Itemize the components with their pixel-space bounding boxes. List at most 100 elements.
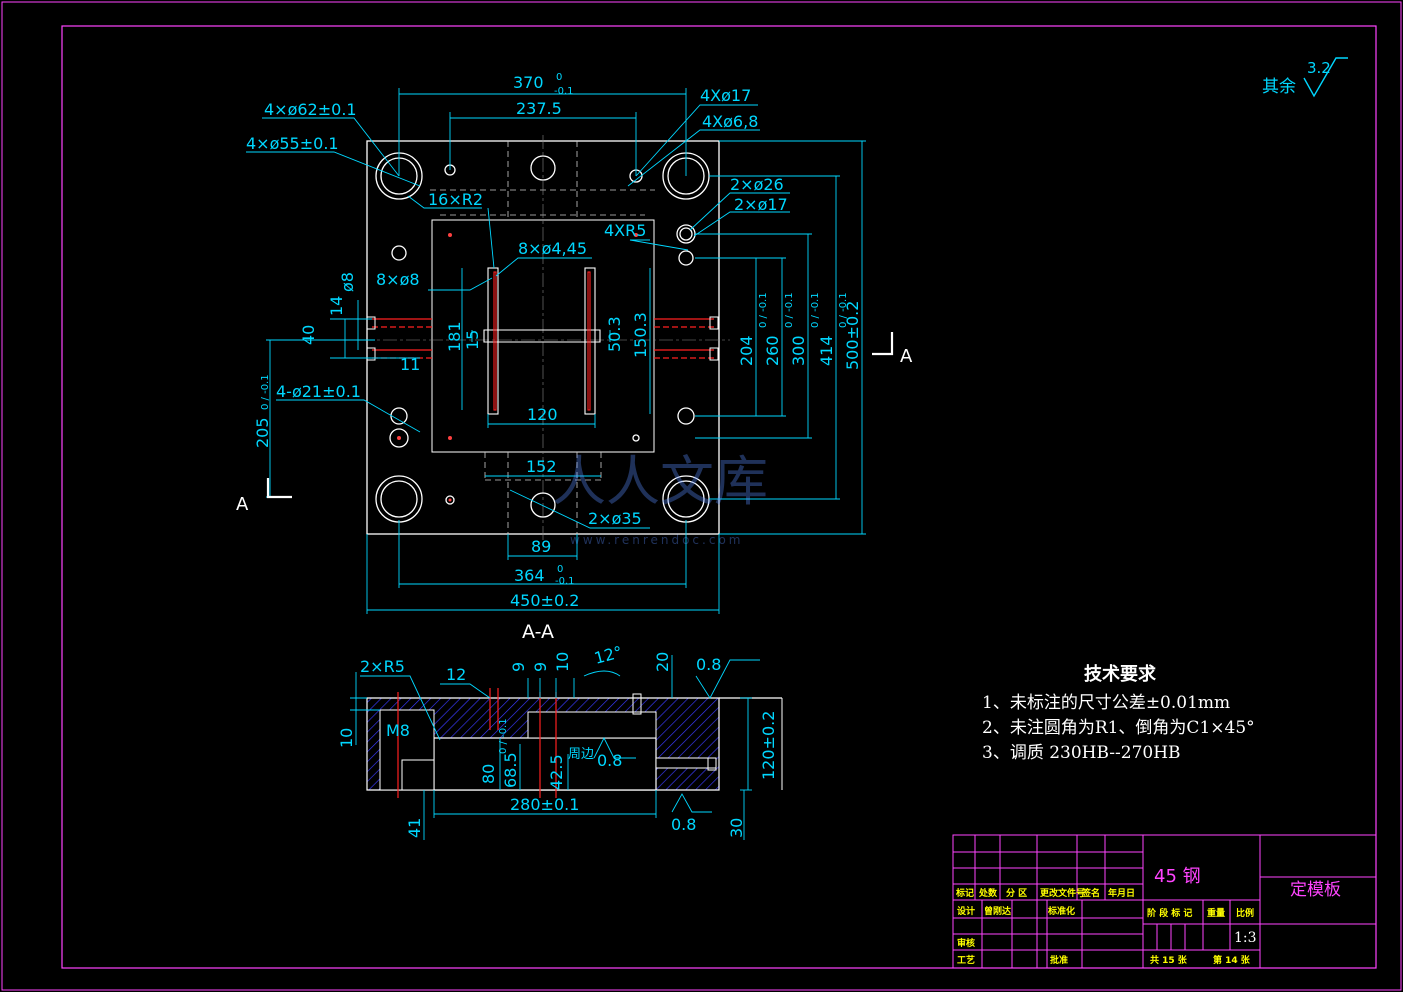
dim-370-tol-up: 0 <box>556 72 562 83</box>
dim-205-tol: 0 / -0.1 <box>260 374 271 410</box>
guide-bush-hole-bl <box>375 475 423 523</box>
note-4x62: 4×ø62±0.1 <box>264 100 357 119</box>
tb-h-count: 处数 <box>978 887 998 899</box>
section-mark-left: A <box>236 494 249 515</box>
note-8x8: 8×ø8 <box>376 270 420 289</box>
sec-425: 42.5 <box>547 754 566 790</box>
dim-205: 205 <box>253 417 272 448</box>
dim-364-tol-dn: -0.1 <box>555 576 575 587</box>
scale-value: 1:3 <box>1234 930 1257 946</box>
section-title: A-A <box>522 621 554 643</box>
dim-237: 237.5 <box>516 99 562 118</box>
sec-41: 41 <box>405 818 424 838</box>
dim-14: 14 <box>327 296 346 316</box>
dim-450: 450±0.2 <box>510 591 579 610</box>
sec-around: 周边 <box>568 747 594 762</box>
tb-h-date: 年月日 <box>1108 887 1135 899</box>
note-2x26: 2×ø26 <box>730 175 784 194</box>
dim-260-tol: 0 / -0.1 <box>784 292 795 328</box>
dim-300-tol: 0 / -0.1 <box>810 292 821 328</box>
tb-design-label: 设计 <box>957 905 975 917</box>
dim-1503: 150.3 <box>631 312 650 358</box>
dim-414-tol: 0 / -0.1 <box>838 292 849 328</box>
dim-414: 414 <box>817 335 836 366</box>
tb-check-label: 审核 <box>957 937 975 949</box>
tb-stage-label: 阶 段 标 记 <box>1147 907 1192 919</box>
tb-h-docno: 更改文件号 <box>1040 887 1085 899</box>
watermark-url: www.renrendoc.com <box>570 533 743 547</box>
dim-370-tol-dn: -0.1 <box>554 86 574 97</box>
tb-process-label: 工艺 <box>957 954 975 966</box>
dim-364: 364 <box>514 566 545 585</box>
sec-9a: 9 <box>509 662 528 672</box>
watermark: 人人文库 www.renrendoc.com <box>552 450 768 547</box>
sec-10: 10 <box>553 652 572 672</box>
dim-204-tol: 0 / -0.1 <box>758 292 769 328</box>
roughness-label: 其余 <box>1262 77 1296 97</box>
note-3: 3、调质 230HB--270HB <box>982 743 1181 763</box>
tb-ratio-label: 比例 <box>1236 907 1254 919</box>
dim-11: 11 <box>400 355 420 374</box>
tb-weight-label: 重量 <box>1207 907 1225 919</box>
dim-181: 181 <box>445 321 464 352</box>
note-4x55: 4×ø55±0.1 <box>246 134 339 153</box>
tb-std-label: 标准化 <box>1047 905 1075 917</box>
part-name: 定模板 <box>1290 880 1341 900</box>
technical-notes: 技术要求 1、未标注的尺寸公差±0.01mm 2、未注圆角为R1、倒角为C1×4… <box>982 663 1255 763</box>
tb-h-zone: 分 区 <box>1006 887 1027 899</box>
sec-120: 120±0.2 <box>759 711 778 780</box>
dim-89: 89 <box>531 537 551 556</box>
sec-20: 20 <box>653 652 672 672</box>
cavity-runner <box>483 267 601 415</box>
dim-364-tol-up: 0 <box>557 564 563 575</box>
tb-h-sign: 签名 <box>1081 887 1100 899</box>
watermark-text: 人人文库 <box>552 450 768 513</box>
material-label: 45 钢 <box>1154 866 1201 887</box>
title-block <box>952 834 1377 969</box>
section-mark-right: A <box>900 346 913 367</box>
dim-370: 370 <box>513 73 544 92</box>
section-view <box>350 655 783 840</box>
dim-300: 300 <box>789 335 808 366</box>
sec-30: 30 <box>727 818 746 838</box>
note-2x17: 2×ø17 <box>734 195 788 214</box>
note-4x21: 4-ø21±0.1 <box>276 382 361 401</box>
note-4xr5: 4XR5 <box>604 221 646 240</box>
dim-d8: ø8 <box>338 272 357 292</box>
dim-15: 15 <box>463 330 482 350</box>
sec-12: 12 <box>446 665 466 684</box>
dim-500: 500±0.2 <box>843 301 862 370</box>
sec-2xr5: 2×R5 <box>360 657 405 676</box>
note-2: 2、未注圆角为R1、倒角为C1×45° <box>982 718 1255 738</box>
dim-40: 40 <box>299 325 318 345</box>
note-4x17: 4Xø17 <box>700 86 751 105</box>
dim-152: 152 <box>526 457 557 476</box>
note-2x35: 2×ø35 <box>588 509 642 528</box>
tb-approve-label: 批准 <box>1050 954 1068 966</box>
inner-frame <box>61 25 1377 969</box>
sec-280: 280±0.1 <box>510 795 579 814</box>
notes-title: 技术要求 <box>1084 663 1157 685</box>
sec-angle: 12° <box>592 642 624 668</box>
sec-80: 80 <box>479 764 498 784</box>
note-1: 1、未标注的尺寸公差±0.01mm <box>982 693 1230 713</box>
sec-rough-b: 0.8 <box>597 751 622 770</box>
tb-sheets-total: 共 15 张 <box>1150 954 1188 966</box>
tb-sheet-no: 第 14 张 <box>1213 954 1251 966</box>
sec-m8: M8 <box>386 721 410 740</box>
sec-80-tol: 0 / -0.1 <box>498 718 509 754</box>
note-16xr2: 16×R2 <box>428 190 483 209</box>
sec-rough-c: 0.8 <box>671 815 696 834</box>
tb-designer: 曾刚达 <box>984 905 1011 917</box>
note-8x445: 8×ø4,45 <box>518 239 587 258</box>
dim-204: 204 <box>737 335 756 366</box>
dim-503: 50.3 <box>605 316 624 352</box>
top-view <box>246 88 894 614</box>
dim-120: 120 <box>527 405 558 424</box>
note-4x68: 4Xø6,8 <box>702 112 758 131</box>
sec-rough-a: 0.8 <box>696 655 721 674</box>
sec-9b: 9 <box>531 662 550 672</box>
sec-10-left: 10 <box>337 728 356 748</box>
